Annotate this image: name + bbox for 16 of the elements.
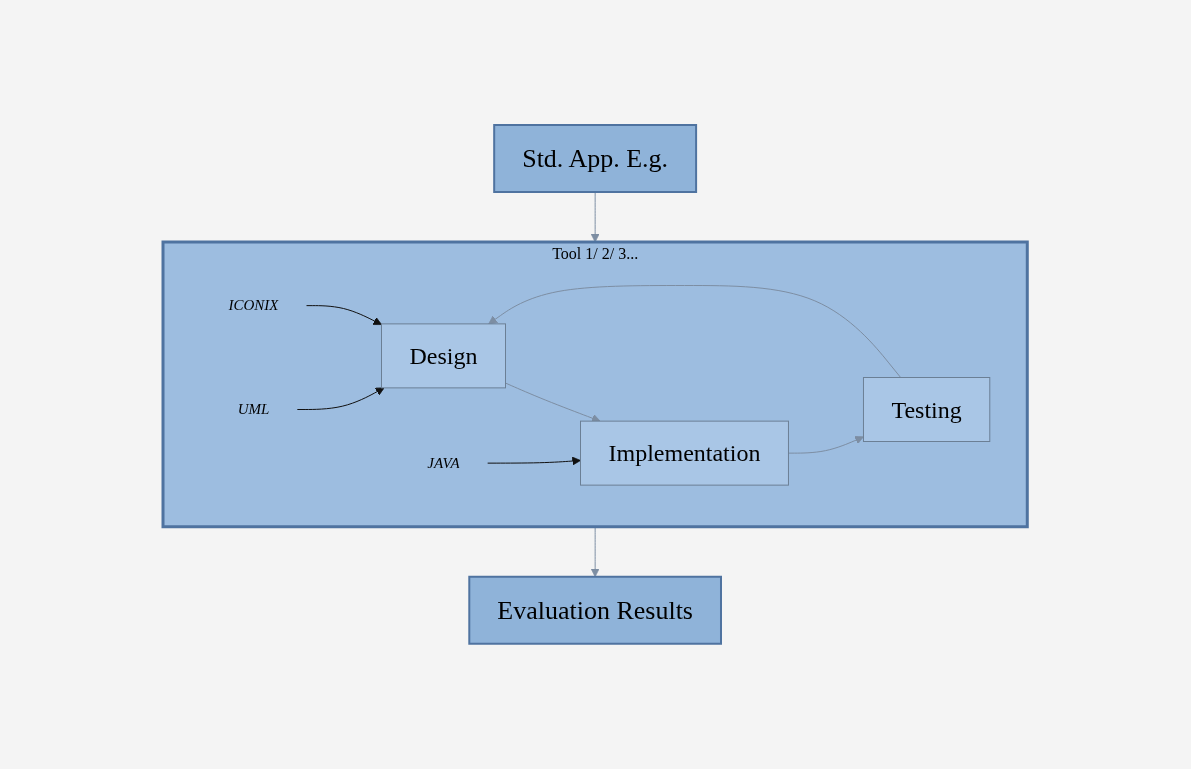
node-text: JAVA: [427, 455, 461, 471]
arrow: [505, 382, 601, 423]
arrow: [591, 191, 600, 243]
node-text: ICONIX: [228, 297, 279, 314]
arrow: [297, 387, 385, 411]
node-text: UML: [238, 401, 270, 418]
node-box: Std. App. E.g.: [493, 124, 698, 194]
arrow: [306, 305, 383, 326]
arrow: [487, 456, 582, 466]
node-box: Evaluation Results: [468, 575, 723, 645]
node-box: Testing: [863, 377, 991, 443]
arrow: [488, 285, 902, 379]
arrow: [788, 436, 865, 454]
node-box: Design: [381, 323, 507, 389]
node-box: Implementation: [580, 420, 790, 486]
arrow: [591, 526, 600, 578]
